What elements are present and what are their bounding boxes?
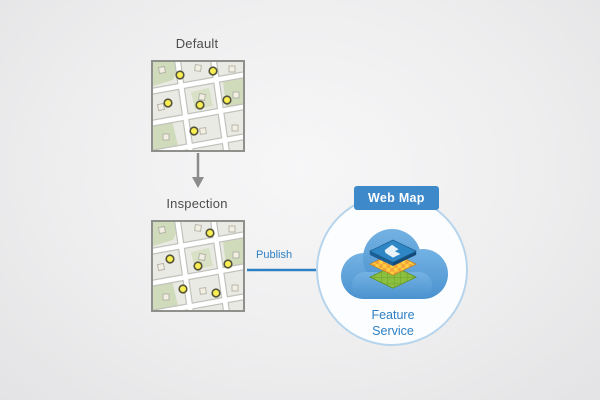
poi-dot: [175, 70, 185, 80]
poi-dot: [208, 66, 218, 76]
feature-service-layers-icon: [368, 239, 418, 289]
map-thumbnail-icon: [153, 62, 243, 150]
web-map-badge: Web Map: [354, 186, 439, 210]
poi-dot: [223, 259, 233, 269]
poi-dot: [178, 284, 188, 294]
poi-dot: [195, 100, 205, 110]
inspection-map-label: Inspection: [166, 196, 228, 211]
poi-dot: [163, 98, 173, 108]
default-map-thumbnail: [151, 60, 245, 152]
poi-dot: [189, 126, 199, 136]
poi-dot: [205, 228, 215, 238]
poi-dot: [193, 261, 203, 271]
down-arrow-icon: [192, 153, 204, 188]
publish-edge-label: Publish: [256, 249, 293, 261]
map-thumbnail-icon: [153, 222, 243, 310]
feature-service-label: Feature Service: [371, 308, 415, 338]
poi-dot: [211, 288, 221, 298]
poi-dot: [165, 254, 175, 264]
poi-dot: [222, 95, 232, 105]
default-map-label: Default: [175, 36, 219, 51]
inspection-map-thumbnail: [151, 220, 245, 312]
